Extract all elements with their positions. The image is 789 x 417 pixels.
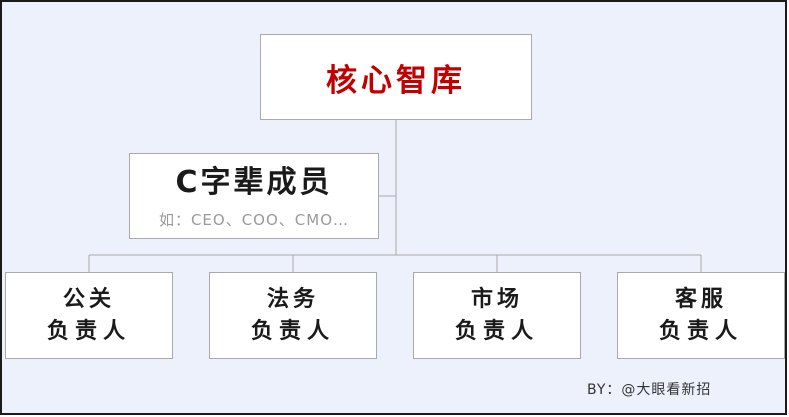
root-title: 核心智库: [326, 62, 466, 99]
department-name: 法务: [266, 286, 319, 312]
department-role: 负责人: [454, 318, 539, 344]
department-role: 负责人: [250, 318, 335, 344]
department-name: 客服: [674, 286, 727, 312]
department-node-support: 客服 负责人: [617, 272, 785, 359]
executives-subtitle: 如：CEO、COO、CMO…: [158, 210, 350, 229]
executives-title: C字辈成员: [175, 164, 333, 200]
department-name: 公关: [62, 286, 115, 312]
root-node: 核心智库: [260, 34, 532, 120]
author-credit: BY：@大眼看新招: [587, 382, 712, 398]
department-name: 市场: [470, 286, 523, 312]
department-role: 负责人: [46, 318, 131, 344]
department-node-marketing: 市场 负责人: [413, 272, 581, 359]
department-role: 负责人: [658, 318, 743, 344]
frame-edge-right: [785, 2, 787, 415]
executives-node: C字辈成员 如：CEO、COO、CMO…: [129, 153, 379, 239]
department-node-legal: 法务 负责人: [209, 272, 377, 359]
department-node-pr: 公关 负责人: [5, 272, 173, 359]
frame-edge-bottom: [2, 413, 787, 415]
